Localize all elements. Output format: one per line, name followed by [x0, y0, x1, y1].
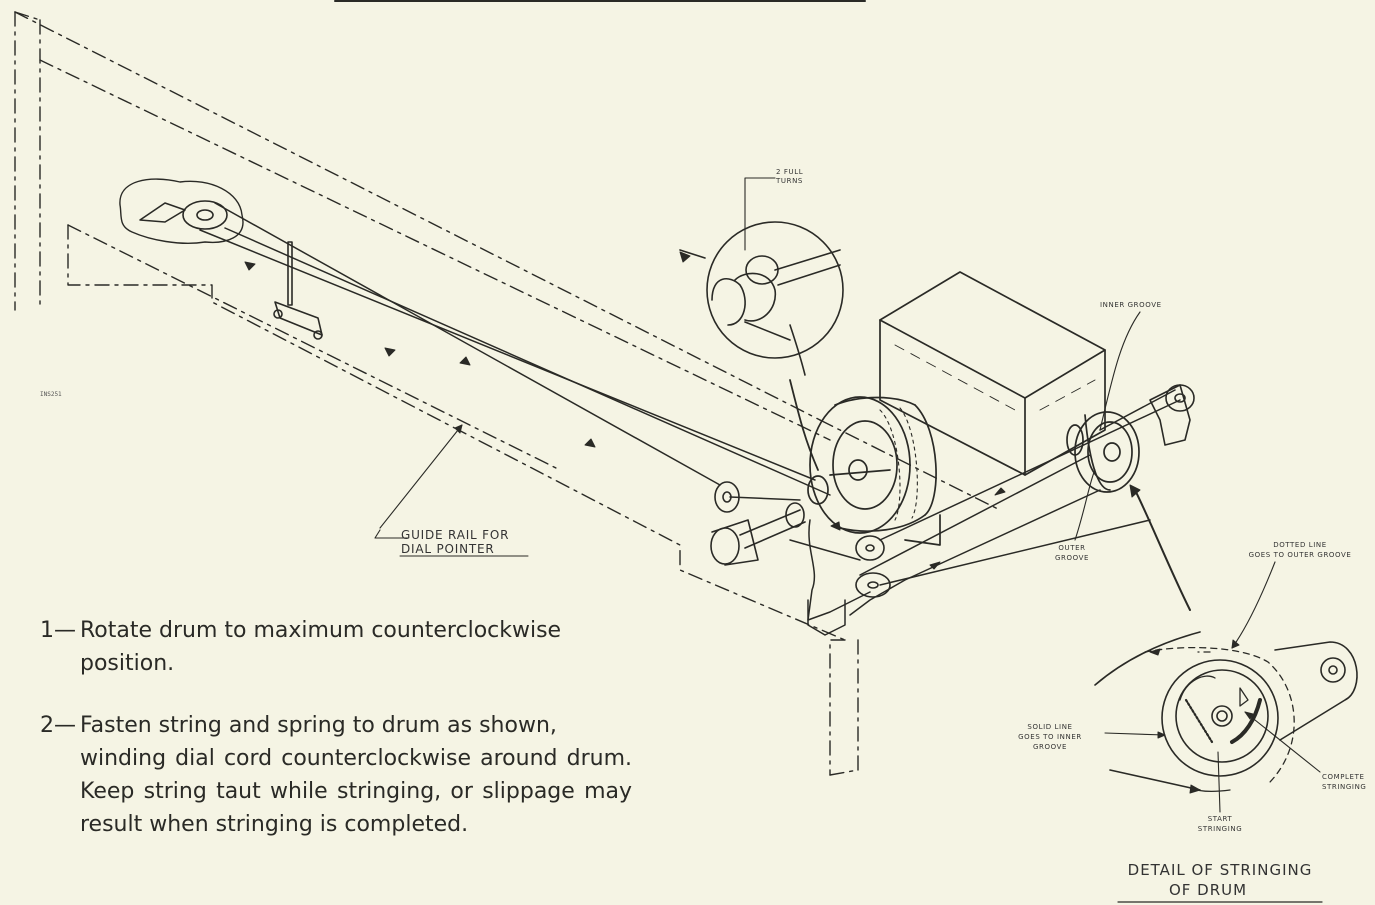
detail-arrow: [1134, 489, 1191, 611]
capacitor-box-hatch: [894, 344, 1096, 411]
complete-stringing-leader: [1244, 711, 1321, 773]
chassis-panel: [14, 11, 1001, 776]
instruction-step-1: 1—Rotate drum to maximum counterclockwis…: [40, 614, 640, 680]
guide-rail-leader: [374, 529, 409, 539]
left-pulley: [139, 200, 228, 230]
full-turns-leader: [744, 177, 776, 251]
inner-groove-leader: [1099, 311, 1141, 431]
turns-detail-inset: [679, 221, 844, 376]
drum-stringing-detail: [1094, 631, 1358, 794]
step-2-rest: winding dial cord counterclockwise aroun…: [80, 746, 632, 837]
diagram-labels: 2 FULL TURNS INNER GROOVE OUTER GROOVE G…: [40, 168, 1366, 899]
solid-line-label-1: SOLID LINE: [1027, 723, 1072, 731]
dotted-line-leader: [1231, 561, 1276, 649]
step-2-number: 2—: [40, 713, 76, 738]
idler-pulleys: [855, 535, 891, 598]
grooved-pulley: [1066, 411, 1140, 493]
dotted-cord-path: [1144, 646, 1295, 783]
inner-groove-label: INNER GROOVE: [1100, 301, 1162, 309]
start-stringing-leader: [1217, 751, 1221, 813]
cord-arrows: [244, 261, 1006, 570]
step-1-rest: position.: [80, 651, 175, 676]
step-2-first-line: Fasten string and spring to drum as show…: [80, 713, 557, 738]
right-pulley-bracket: [1149, 384, 1195, 446]
solid-line-leader: [1104, 732, 1166, 736]
tuning-shaft: [710, 481, 806, 566]
dial-pointer: [273, 241, 323, 340]
instruction-step-2: 2—Fasten string and spring to drum as sh…: [40, 709, 640, 841]
complete-stringing-label-1: COMPLETE: [1322, 773, 1364, 781]
detail-title-1: DETAIL OF STRINGING: [1128, 861, 1313, 879]
dial-cord: [199, 202, 1181, 586]
capacitor-box: [879, 271, 1106, 546]
start-stringing-label-1: START: [1208, 815, 1233, 823]
dotted-line-label-1: DOTTED LINE: [1273, 541, 1327, 549]
solid-line-label-2: GOES TO INNER: [1018, 733, 1082, 741]
outer-groove-label-2: GROOVE: [1055, 554, 1089, 562]
outer-groove-label-1: OUTER: [1058, 544, 1085, 552]
left-pulley-plate: [119, 178, 244, 244]
pulley-bracket: [807, 489, 1101, 621]
detail-title-2: OF DRUM: [1169, 881, 1247, 899]
full-turns-label-1: 2 FULL: [776, 168, 803, 176]
drum-ribs: [879, 407, 918, 521]
dotted-line-label-2: GOES TO OUTER GROOVE: [1249, 551, 1352, 559]
guide-rail-label-2: DIAL POINTER: [401, 542, 495, 556]
figure-code: INS251: [40, 391, 62, 398]
full-turns-label-2: TURNS: [775, 177, 803, 185]
start-stringing-label-2: STRINGING: [1198, 825, 1242, 833]
outer-groove-leader: [1074, 469, 1096, 541]
guide-rail-label-1: GUIDE RAIL FOR: [401, 528, 509, 542]
drum: [807, 396, 937, 534]
solid-line-label-3: GROOVE: [1033, 743, 1067, 751]
step-1-first-line: Rotate drum to maximum counterclockwise: [80, 618, 562, 643]
complete-stringing-label-2: STRINGING: [1322, 783, 1366, 791]
step-1-number: 1—: [40, 618, 76, 643]
